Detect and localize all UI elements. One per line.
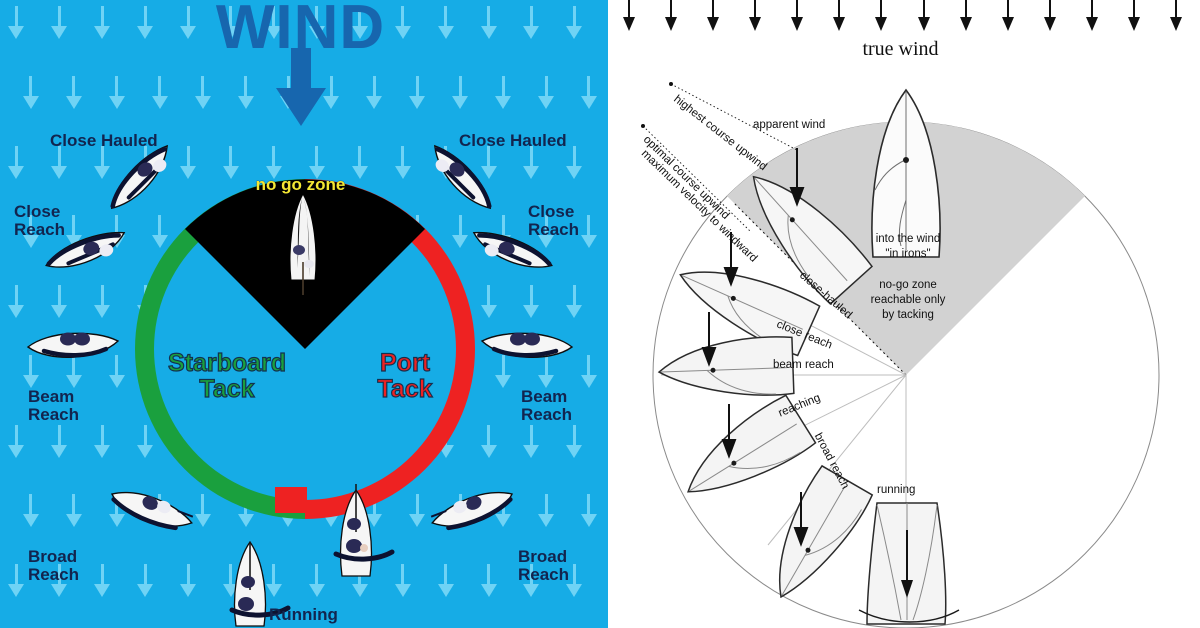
boat-port-running (330, 484, 395, 584)
starboard-tack-label: Starboard Tack (167, 349, 287, 404)
label-close-hauled-left: Close Hauled (50, 131, 158, 150)
boat-beam-reach-right (657, 336, 795, 396)
boat-close-hauled-left (94, 136, 188, 222)
label-broad-reach-left: Broad Reach (28, 547, 80, 585)
ray-broad-reach (767, 374, 907, 546)
boat-close-hauled-right (414, 136, 508, 222)
label-beam-reach-left: Beam Reach (28, 387, 80, 425)
boat-running (224, 538, 291, 628)
boat-reaching-right (687, 394, 817, 493)
wind-direction-arrow-icon (276, 48, 326, 126)
into-the-wind-text: into the wind "in irons" (875, 233, 941, 260)
leader-optimal-course (642, 125, 752, 233)
panel-divider (601, 0, 608, 628)
label-close-reach-left: Close Reach (14, 202, 66, 240)
boat-broad-reach-right (425, 472, 523, 552)
apparent-wind-label: apparent wind (753, 119, 826, 131)
port-tack-label: Port Tack (377, 349, 433, 404)
boat-close-reach-left (38, 221, 134, 284)
points-of-sail-polar-svg (641, 82, 1160, 628)
boat-optimal-course-upwind (679, 271, 821, 357)
boat-in-irons-right (871, 88, 941, 258)
apparent-wind-arrows (701, 148, 809, 547)
starboard-tack-arc (135, 179, 305, 519)
no-go-zone-label: no go zone (255, 175, 346, 194)
right-diagram-panel: true wind (601, 0, 1200, 628)
label-broad-reach-right: Broad Reach (518, 547, 570, 585)
no-go-zone-text-right: no-go zone reachable only by tacking (870, 279, 946, 321)
port-tack-arc (305, 179, 475, 519)
true-wind-label: true wind (862, 38, 939, 60)
boat-running-right (858, 502, 960, 625)
boat-broad-reach-right (779, 464, 874, 599)
label-close-hauled-right: Close Hauled (459, 131, 567, 150)
left-diagram-panel: WIND no go zone (0, 0, 601, 628)
label-running-right-panel: running (877, 484, 916, 496)
boat-beam-reach-right (480, 327, 574, 369)
label-running: Running (269, 605, 338, 624)
boat-beam-reach-left (26, 327, 120, 369)
boat-broad-reach-left (101, 472, 199, 552)
label-beam-reach-right: Beam Reach (521, 387, 573, 425)
boat-in-irons (283, 192, 323, 297)
boat-close-reach-right (464, 221, 560, 284)
label-close-reach-right: Close Reach (528, 202, 580, 240)
boat-highest-course-upwind (752, 175, 874, 305)
label-beam-reach-right-panel: beam reach (773, 359, 834, 371)
